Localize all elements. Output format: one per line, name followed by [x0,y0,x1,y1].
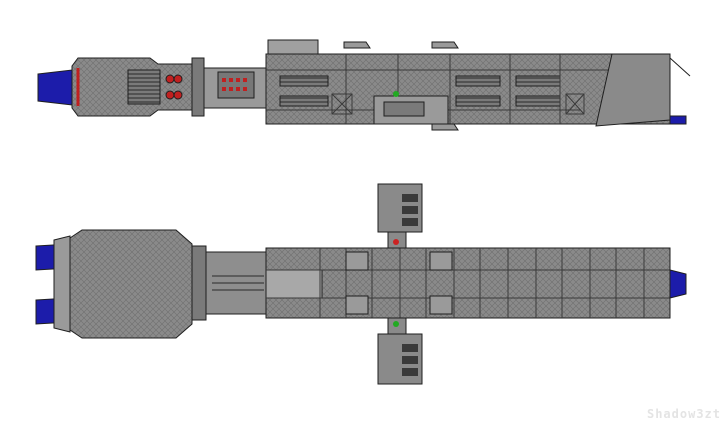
ship-top-view [35,183,687,385]
main-hull-top [265,247,671,319]
ship-side-view [37,39,691,131]
engine-block-top [69,229,193,339]
engine-exhaust [37,69,73,106]
artist-signature: Shadow3zt [646,407,721,421]
